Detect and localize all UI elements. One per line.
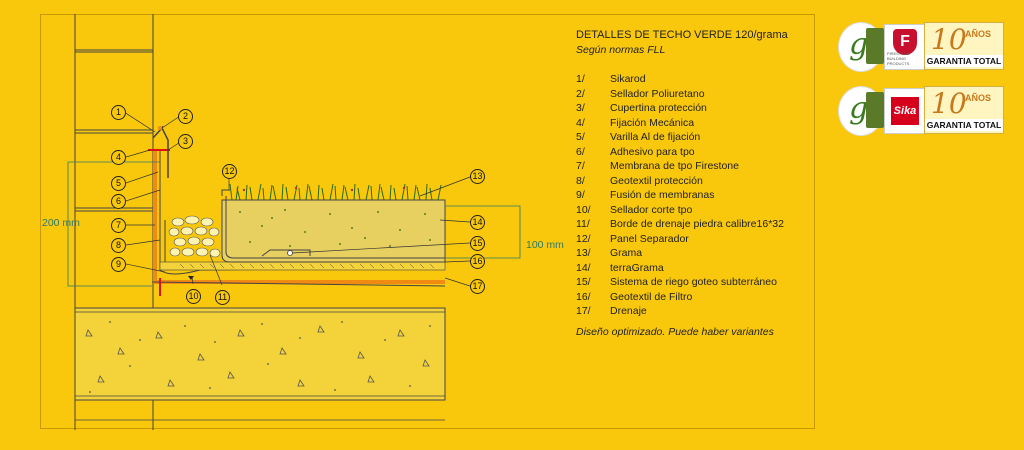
sika-logo: Sika bbox=[884, 88, 926, 134]
concrete-slab bbox=[74, 307, 446, 421]
gravel-border bbox=[168, 215, 221, 258]
firestone-logo: F FIRESTONE BUILDING PRODUCTS bbox=[884, 24, 926, 70]
legend-label: Panel Separador bbox=[610, 232, 689, 245]
legend-number: 2/ bbox=[576, 87, 585, 100]
legend-label: Fusión de membranas bbox=[610, 189, 715, 201]
legend-number: 1/ bbox=[576, 73, 585, 85]
drawing-frame bbox=[40, 14, 815, 429]
callout-15: 15 bbox=[470, 236, 485, 251]
green-roof-buildup bbox=[221, 189, 446, 263]
legend-number: 11/ bbox=[576, 218, 590, 230]
guarantee-label: GARANTIA TOTAL bbox=[925, 119, 1003, 131]
legend-number: 4/ bbox=[576, 116, 585, 129]
legend-number: 7/ bbox=[576, 160, 585, 172]
legend-number: 8/ bbox=[576, 174, 585, 187]
legend-label: Cupertina protección bbox=[610, 102, 707, 114]
callout-6: 6 bbox=[111, 194, 126, 209]
legend-label: Fijación Mecánica bbox=[610, 116, 695, 129]
grass-accents bbox=[242, 186, 406, 192]
legend-number: 17/ bbox=[576, 305, 591, 317]
callout-2: 2 bbox=[178, 109, 193, 124]
legend-number: 14/ bbox=[576, 261, 591, 274]
callout-leaders bbox=[123, 111, 471, 287]
callout-14: 14 bbox=[470, 215, 485, 230]
green-roof-photo bbox=[866, 28, 884, 64]
legend-label: Grama bbox=[610, 247, 643, 259]
membrane-layers bbox=[148, 149, 446, 296]
legend-number: 10/ bbox=[576, 203, 591, 216]
legend-number: 5/ bbox=[576, 131, 585, 143]
dimension-left: 200 mm bbox=[42, 217, 80, 229]
legend-label: Membrana de tpo Firestone bbox=[610, 160, 739, 172]
callout-5: 5 bbox=[111, 176, 126, 191]
section-drawing bbox=[67, 14, 521, 430]
callout-4: 4 bbox=[111, 150, 126, 165]
legend-number: 6/ bbox=[576, 145, 585, 158]
sheet-subtitle: Según normas FLL bbox=[576, 44, 666, 56]
legend-label: Geotextil protección bbox=[610, 174, 703, 187]
callout-10: 10 bbox=[186, 289, 201, 304]
legend-label: Varilla Al de fijación bbox=[610, 131, 701, 143]
legend-label: Sellador corte tpo bbox=[610, 203, 693, 216]
sheet-title: DETALLES DE TECHO VERDE 120/grama bbox=[576, 29, 788, 41]
legend-label: Sellador Poliuretano bbox=[610, 87, 705, 100]
sika-warranty-badge: g Sika 10 AÑOS GARANTIA TOTAL bbox=[838, 86, 1004, 136]
grass-layer bbox=[229, 183, 442, 201]
legend-number: 13/ bbox=[576, 247, 591, 259]
legend-label: Adhesivo para tpo bbox=[610, 145, 695, 158]
callout-1: 1 bbox=[111, 105, 126, 120]
guarantee-label: GARANTIA TOTAL bbox=[925, 55, 1003, 67]
legend-number: 3/ bbox=[576, 102, 585, 114]
legend-number: 12/ bbox=[576, 232, 591, 245]
callout-12: 12 bbox=[222, 164, 237, 179]
legend-label: Drenaje bbox=[610, 305, 647, 317]
legend-label: Sistema de riego goteo subterráneo bbox=[610, 276, 777, 288]
callout-9: 9 bbox=[111, 257, 126, 272]
callout-11: 11 bbox=[215, 290, 230, 305]
dimension-right: 100 mm bbox=[526, 239, 564, 251]
callout-13: 13 bbox=[470, 169, 485, 184]
callout-3: 3 bbox=[178, 134, 193, 149]
years-seal: 10 AÑOS GARANTIA TOTAL bbox=[924, 86, 1004, 134]
legend-number: 16/ bbox=[576, 290, 591, 303]
firestone-warranty-badge: g F FIRESTONE BUILDING PRODUCTS 10 AÑOS … bbox=[838, 22, 1004, 72]
callout-17: 17 bbox=[470, 279, 485, 294]
legend-label: terraGrama bbox=[610, 261, 664, 274]
years-seal: 10 AÑOS GARANTIA TOTAL bbox=[924, 22, 1004, 70]
legend-label: Sikarod bbox=[610, 73, 646, 85]
cap-flashing bbox=[152, 125, 169, 178]
callout-7: 7 bbox=[111, 218, 126, 233]
design-note: Diseño optimizado. Puede haber variantes bbox=[576, 326, 774, 338]
callout-16: 16 bbox=[470, 254, 485, 269]
legend-number: 15/ bbox=[576, 276, 591, 288]
legend-label: Borde de drenaje piedra calibre16*32 bbox=[610, 218, 784, 230]
green-roof-photo bbox=[866, 92, 884, 128]
callout-8: 8 bbox=[111, 238, 126, 253]
legend-label: Geotextil de Filtro bbox=[610, 290, 693, 303]
legend-number: 9/ bbox=[576, 189, 585, 201]
